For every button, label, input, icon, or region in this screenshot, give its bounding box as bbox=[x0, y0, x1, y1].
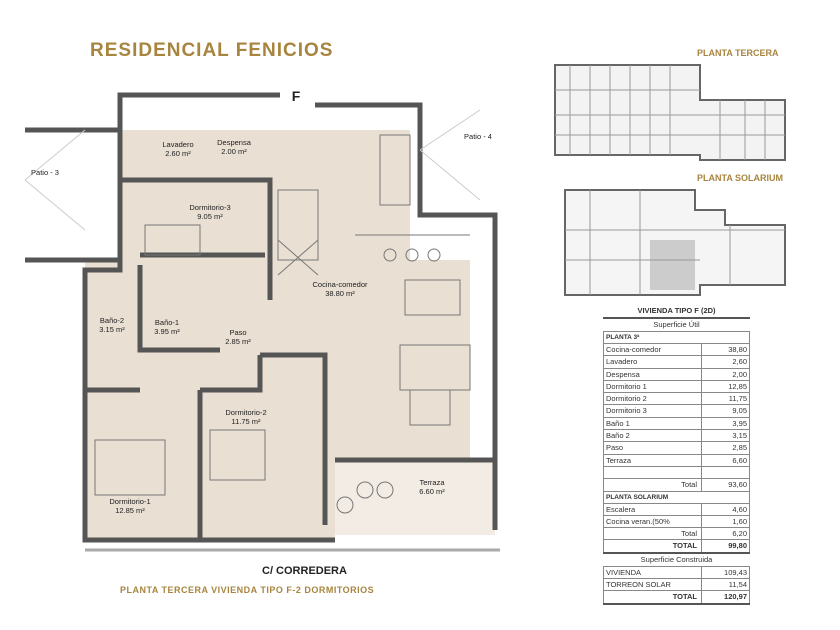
room-area: 3.15 m² bbox=[99, 325, 125, 334]
room-area: 9.05 m² bbox=[197, 212, 223, 221]
room-area: 2.85 m² bbox=[225, 337, 251, 346]
patio-4-label: Patio - 4 bbox=[464, 132, 492, 141]
row-label: Terraza bbox=[603, 454, 702, 466]
room-area: 2.00 m² bbox=[221, 147, 247, 156]
furniture bbox=[24, 109, 500, 552]
room-area: 12.85 m² bbox=[115, 506, 145, 515]
row-value: 9,05 bbox=[702, 405, 750, 417]
row-label: Escalera bbox=[603, 503, 702, 515]
patio-3-label: Patio - 3 bbox=[31, 168, 59, 177]
row-value: 2,60 bbox=[702, 356, 750, 368]
room-name: Dormitorio-1 bbox=[109, 497, 151, 506]
page-title: RESIDENCIAL FENICIOS bbox=[90, 40, 334, 61]
room-name: Lavadero bbox=[162, 140, 194, 149]
row-value: 109,43 bbox=[702, 566, 750, 579]
row-label: Dormitorio 3 bbox=[603, 405, 702, 417]
room-name: Terraza bbox=[419, 478, 445, 487]
room-name: Dormitorio-3 bbox=[189, 203, 231, 212]
thumbnail-solarium bbox=[564, 189, 786, 296]
row-label: Paso bbox=[603, 442, 702, 454]
room-area: 6.60 m² bbox=[419, 487, 445, 496]
room-name: Paso bbox=[229, 328, 247, 337]
plan-caption: PLANTA TERCERA VIVIENDA TIPO F-2 DORMITO… bbox=[120, 585, 375, 595]
row-label: Lavadero bbox=[603, 356, 702, 368]
thumbnail-tercera-title: PLANTA TERCERA bbox=[697, 48, 779, 58]
construida-heading: Superficie Construida bbox=[640, 554, 713, 564]
planta3-heading: PLANTA 3ª bbox=[603, 331, 750, 344]
row-value: 2,00 bbox=[702, 368, 750, 380]
row-value: 11,54 bbox=[702, 579, 750, 591]
thumbnail-solarium-title: PLANTA SOLARIUM bbox=[697, 173, 783, 183]
room-area: 3.95 m² bbox=[154, 327, 180, 336]
row-label: Cocina-comedor bbox=[603, 344, 702, 356]
row-value: 12,85 bbox=[702, 380, 750, 393]
room-name: Despensa bbox=[217, 138, 251, 147]
table-row: Cocina veran.(50%1,60 bbox=[603, 515, 750, 529]
row-value: 4,60 bbox=[702, 503, 750, 515]
room-area: 2.60 m² bbox=[165, 149, 191, 158]
room-area: 38.80 m² bbox=[325, 289, 355, 298]
row-label: Dormitorio 2 bbox=[603, 393, 702, 405]
row-label: Dormitorio 1 bbox=[603, 380, 702, 393]
row-label: Baño 1 bbox=[603, 417, 702, 430]
row-label: TORREON SOLAR bbox=[603, 579, 702, 591]
row-value: 38,80 bbox=[702, 344, 750, 356]
solarium-heading: PLANTA SOLARIUM bbox=[603, 491, 750, 504]
room-name: Baño-2 bbox=[99, 316, 125, 325]
row-label: Baño 2 bbox=[603, 430, 702, 442]
row-value: 3,95 bbox=[702, 417, 750, 430]
entrance-label: F bbox=[291, 88, 301, 104]
row-value: 2,85 bbox=[702, 442, 750, 454]
room-name: Cocina-comedor bbox=[312, 280, 368, 289]
row-value: 11,75 bbox=[702, 393, 750, 405]
thumbnail-tercera bbox=[554, 64, 786, 161]
row-label: Despensa bbox=[603, 368, 702, 380]
surface-table: VIVIENDA TIPO F (2D) Superficie Útil PLA… bbox=[603, 305, 750, 605]
row-value: 1,60 bbox=[702, 515, 750, 528]
walls bbox=[25, 92, 498, 543]
table-header: VIVIENDA TIPO F (2D) bbox=[603, 305, 750, 319]
util-heading: Superficie Útil bbox=[653, 320, 700, 329]
room-name: Dormitorio-2 bbox=[225, 408, 267, 417]
street-label: C/ CORREDERA bbox=[262, 565, 347, 577]
floor-plan bbox=[24, 92, 500, 552]
row-value: 3,15 bbox=[702, 430, 750, 442]
table-row-empty bbox=[603, 466, 750, 480]
row-value: 6,60 bbox=[702, 454, 750, 466]
room-area: 11.75 m² bbox=[231, 417, 261, 426]
row-label: Cocina veran.(50% bbox=[603, 515, 702, 528]
row-label: VIVIENDA bbox=[603, 566, 702, 579]
room-name: Baño-1 bbox=[154, 318, 180, 327]
